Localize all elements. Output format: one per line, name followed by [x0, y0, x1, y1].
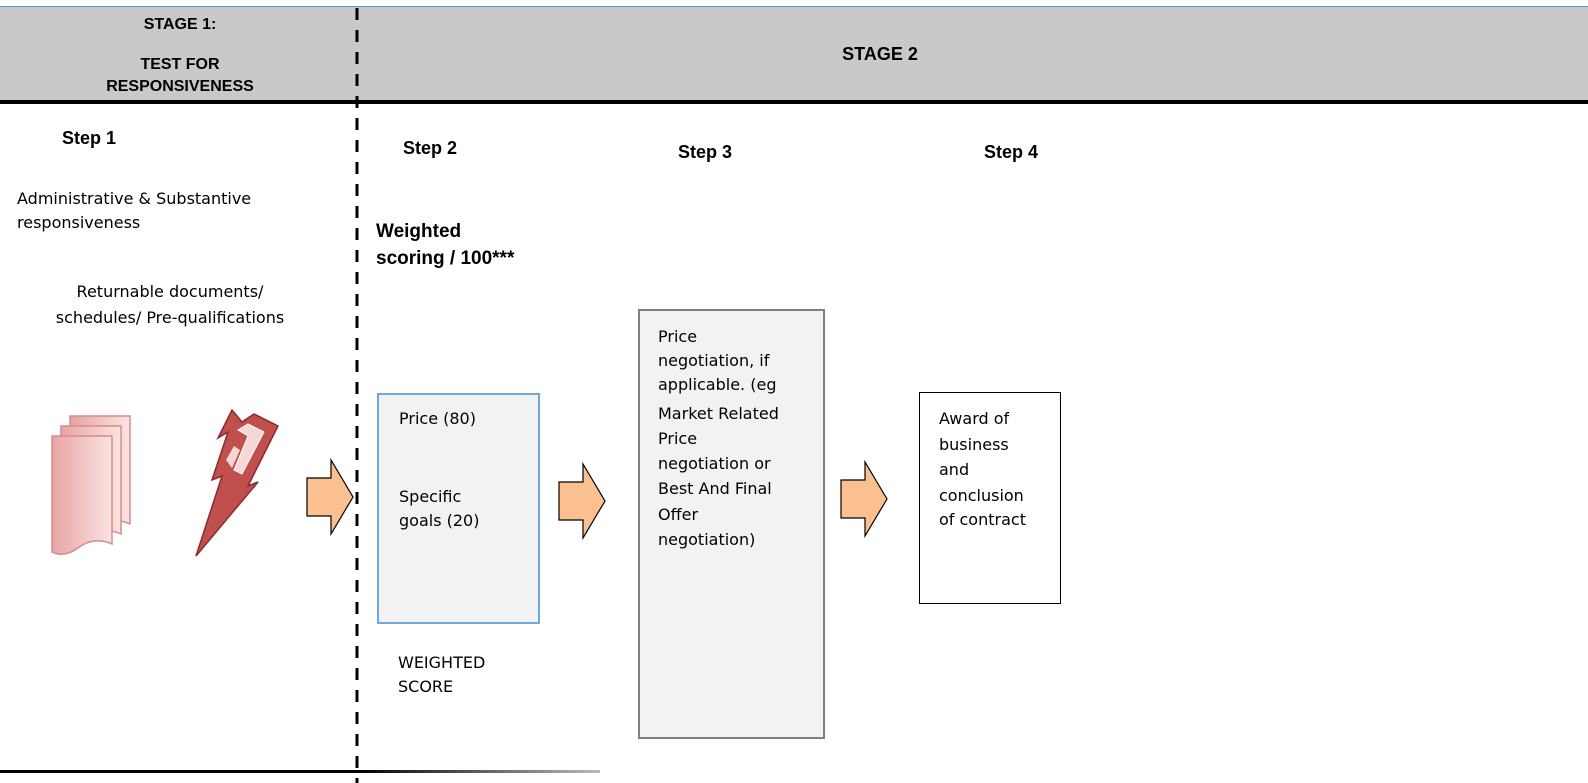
specific-goals-line2: goals (20): [399, 511, 480, 530]
step3-line: applicable. (eg: [658, 375, 777, 394]
right-arrow-icon: [306, 458, 354, 536]
step3-line: negotiation or: [658, 454, 771, 473]
stage1-title-line2: TEST FOR: [140, 56, 220, 73]
weighted-scoring-box: [377, 393, 540, 624]
header-band: [0, 6, 1588, 103]
lightning-bolt-icon: [195, 408, 280, 557]
step1-title: Step 1: [62, 128, 117, 148]
step3-line: Offer: [658, 505, 699, 524]
weighted-score-caption-line2: SCORE: [398, 677, 454, 696]
step3-line: negotiation, if: [658, 351, 770, 370]
right-arrow-icon: [558, 462, 606, 540]
document-stack-icon: [51, 415, 131, 555]
price-weight-label: Price (80): [399, 409, 476, 428]
stage1-title-line1: STAGE 1:: [143, 16, 217, 33]
header-divider-line: [0, 100, 1588, 104]
step1-line1: Administrative & Substantive: [17, 189, 252, 208]
stage1-title-line3: RESPONSIVENESS: [106, 78, 254, 95]
step3-line: Market Related: [658, 404, 779, 423]
step1-line2: responsiveness: [17, 213, 141, 232]
stage-divider-dashed-line: [355, 8, 359, 783]
step2-heading-line1: Weighted: [376, 221, 462, 242]
step4-title: Step 4: [984, 142, 1039, 162]
step1-line3: Returnable documents/: [76, 282, 264, 301]
stage2-title: STAGE 2: [842, 44, 918, 64]
specific-goals-line1: Specific: [399, 487, 462, 506]
right-arrow-icon: [840, 460, 888, 538]
step3-line: Price: [658, 327, 698, 346]
step4-line: and: [939, 460, 970, 479]
step2-title: Step 2: [403, 138, 458, 158]
step2-heading-line2: scoring / 100***: [376, 248, 515, 269]
weighted-score-caption-line1: WEIGHTED: [398, 653, 486, 672]
award-of-contract-box: [919, 392, 1061, 604]
step3-line: negotiation): [658, 530, 756, 549]
step4-line: business: [939, 435, 1009, 454]
step3-line: Price: [658, 429, 698, 448]
step4-line: of contract: [939, 510, 1026, 529]
step1-line4: schedules/ Pre-qualifications: [55, 308, 285, 327]
step3-title: Step 3: [678, 142, 733, 162]
bottom-divider-line: [0, 770, 600, 773]
step3-line: Best And Final: [658, 479, 772, 498]
step4-line: conclusion: [939, 486, 1024, 505]
step4-line: Award of: [939, 409, 1010, 428]
price-negotiation-box: [638, 309, 825, 739]
